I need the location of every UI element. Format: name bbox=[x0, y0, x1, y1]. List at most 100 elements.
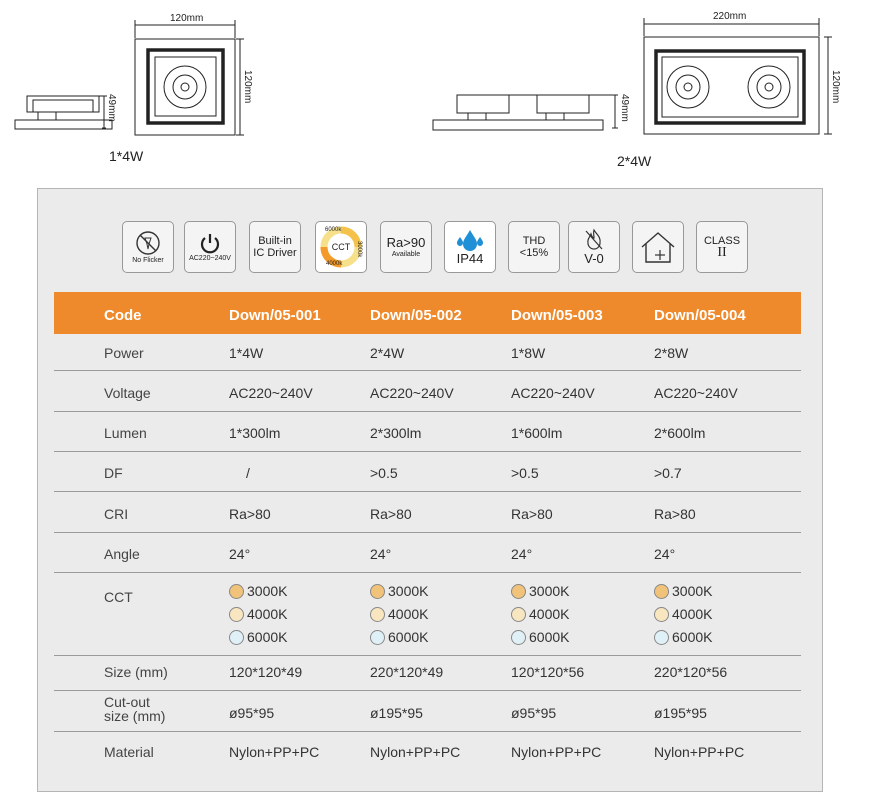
badge-class: CLASS II bbox=[696, 221, 748, 273]
table-cell: 24° bbox=[370, 546, 392, 562]
table-cell: 24° bbox=[511, 546, 533, 562]
table-cell: Nylon+PP+PC bbox=[370, 744, 461, 760]
row-divider bbox=[54, 572, 801, 573]
cct-option-cool: 6000K bbox=[229, 629, 287, 645]
header-code-2: Down/05-002 bbox=[370, 307, 462, 324]
badge-v0-label: V-0 bbox=[584, 251, 604, 266]
table-cell: >0.7 bbox=[654, 465, 682, 481]
right-top-view bbox=[643, 18, 832, 135]
cct-option-neutral: 4000K bbox=[654, 606, 712, 622]
row-label-df: DF bbox=[104, 465, 123, 481]
cool-dot-icon bbox=[654, 629, 669, 645]
badge-cct: 6000k 3000k 4000k CCT bbox=[315, 221, 367, 273]
row-divider bbox=[54, 655, 801, 656]
table-cell: Nylon+PP+PC bbox=[654, 744, 745, 760]
badge-ac: AC220~240V bbox=[184, 221, 236, 273]
warm-dot-icon bbox=[370, 583, 385, 599]
table-cell: ø95*95 bbox=[511, 705, 557, 721]
cct-6000-label: 6000k bbox=[325, 227, 342, 233]
table-cell: Ra>80 bbox=[654, 506, 696, 522]
flame-icon bbox=[585, 228, 603, 250]
table-cell: AC220~240V bbox=[654, 385, 738, 401]
badge-class-line1: CLASS bbox=[703, 235, 741, 247]
table-cell: AC220~240V bbox=[370, 385, 454, 401]
table-cell: / bbox=[246, 465, 250, 481]
cct-option-warm: 3000K bbox=[511, 583, 569, 599]
right-side-view bbox=[432, 94, 618, 131]
badge-no-flicker-label: No Flicker bbox=[132, 256, 164, 264]
badge-ra-label: Ra>90 bbox=[386, 234, 426, 250]
header-code-4: Down/05-004 bbox=[654, 307, 746, 324]
badge-ra-sub: Available bbox=[391, 250, 421, 258]
table-cell: ø95*95 bbox=[229, 705, 275, 721]
table-cell: Ra>80 bbox=[511, 506, 553, 522]
row-divider bbox=[54, 491, 801, 492]
cutout-label-line1: Cut-out bbox=[104, 694, 150, 710]
warm-dot-icon bbox=[654, 583, 669, 599]
left-depth-label: 49mm bbox=[106, 94, 117, 122]
badge-class-line2: II bbox=[717, 245, 727, 260]
table-cell: AC220~240V bbox=[511, 385, 595, 401]
table-cell: Ra>80 bbox=[370, 506, 412, 522]
badge-driver-line1: Built-in bbox=[258, 235, 292, 247]
row-label-lumen: Lumen bbox=[104, 425, 147, 441]
house-icon bbox=[641, 232, 675, 263]
table-cell: Ra>80 bbox=[229, 506, 271, 522]
left-caption: 1*4W bbox=[109, 148, 144, 164]
row-label-cutout: Cut-out size (mm) bbox=[104, 695, 165, 723]
badge-thd-line1: THD bbox=[522, 235, 546, 247]
cct-3000-label: 3000k bbox=[356, 241, 362, 258]
header-code-3: Down/05-003 bbox=[511, 307, 603, 324]
cct-option-neutral: 4000K bbox=[511, 606, 569, 622]
water-drop-icon bbox=[457, 230, 483, 251]
cool-dot-icon bbox=[370, 629, 385, 645]
table-cell: 2*600lm bbox=[654, 425, 706, 441]
table-cell: AC220~240V bbox=[229, 385, 313, 401]
product-drawings bbox=[14, 18, 832, 136]
badge-ip: IP44 bbox=[444, 221, 496, 273]
cct-option-cool: 6000K bbox=[370, 629, 428, 645]
cutout-label-line2: size (mm) bbox=[104, 708, 166, 724]
left-side-view bbox=[14, 95, 113, 130]
neutral-dot-icon bbox=[511, 606, 526, 622]
row-label-cct: CCT bbox=[104, 589, 133, 605]
table-cell: 1*4W bbox=[229, 345, 264, 361]
table-cell: 220*120*56 bbox=[654, 664, 728, 680]
badge-thd-line2: <15% bbox=[519, 247, 549, 259]
warm-dot-icon bbox=[229, 583, 244, 599]
badge-thd: THD <15% bbox=[508, 221, 560, 273]
right-width-label: 220mm bbox=[713, 11, 747, 22]
table-cell: ø195*95 bbox=[654, 705, 707, 721]
row-divider bbox=[54, 532, 801, 533]
cct-ring-icon bbox=[320, 226, 362, 268]
cct-option-cool: 6000K bbox=[654, 629, 712, 645]
cct-option-warm: 3000K bbox=[654, 583, 712, 599]
cct-option-warm: 3000K bbox=[370, 583, 428, 599]
row-label-angle: Angle bbox=[104, 546, 140, 562]
table-cell: 120*120*56 bbox=[511, 664, 585, 680]
row-label-material: Material bbox=[104, 744, 154, 760]
table-cell: 1*300lm bbox=[229, 425, 281, 441]
spec-panel bbox=[37, 188, 823, 792]
right-depth-label: 49mm bbox=[619, 94, 630, 122]
row-label-power: Power bbox=[104, 345, 144, 361]
table-cell: 2*8W bbox=[654, 345, 689, 361]
badge-indoor bbox=[632, 221, 684, 273]
table-cell: 120*120*49 bbox=[229, 664, 303, 680]
cool-dot-icon bbox=[511, 629, 526, 645]
table-cell: Nylon+PP+PC bbox=[229, 744, 320, 760]
table-cell: 24° bbox=[654, 546, 676, 562]
table-cell: Nylon+PP+PC bbox=[511, 744, 602, 760]
row-divider bbox=[54, 370, 801, 371]
cct-4000-label: 4000k bbox=[326, 261, 343, 267]
row-divider bbox=[54, 731, 801, 732]
row-label-cri: CRI bbox=[104, 506, 129, 522]
badge-driver-line2: IC Driver bbox=[253, 247, 297, 259]
cct-option-cool: 6000K bbox=[511, 629, 569, 645]
table-cell: >0.5 bbox=[370, 465, 398, 481]
cct-center-label: CCT bbox=[331, 241, 351, 252]
header-code: Code bbox=[104, 307, 142, 324]
left-width-label: 120mm bbox=[170, 13, 204, 24]
row-divider bbox=[54, 451, 801, 452]
table-cell: 1*600lm bbox=[511, 425, 563, 441]
